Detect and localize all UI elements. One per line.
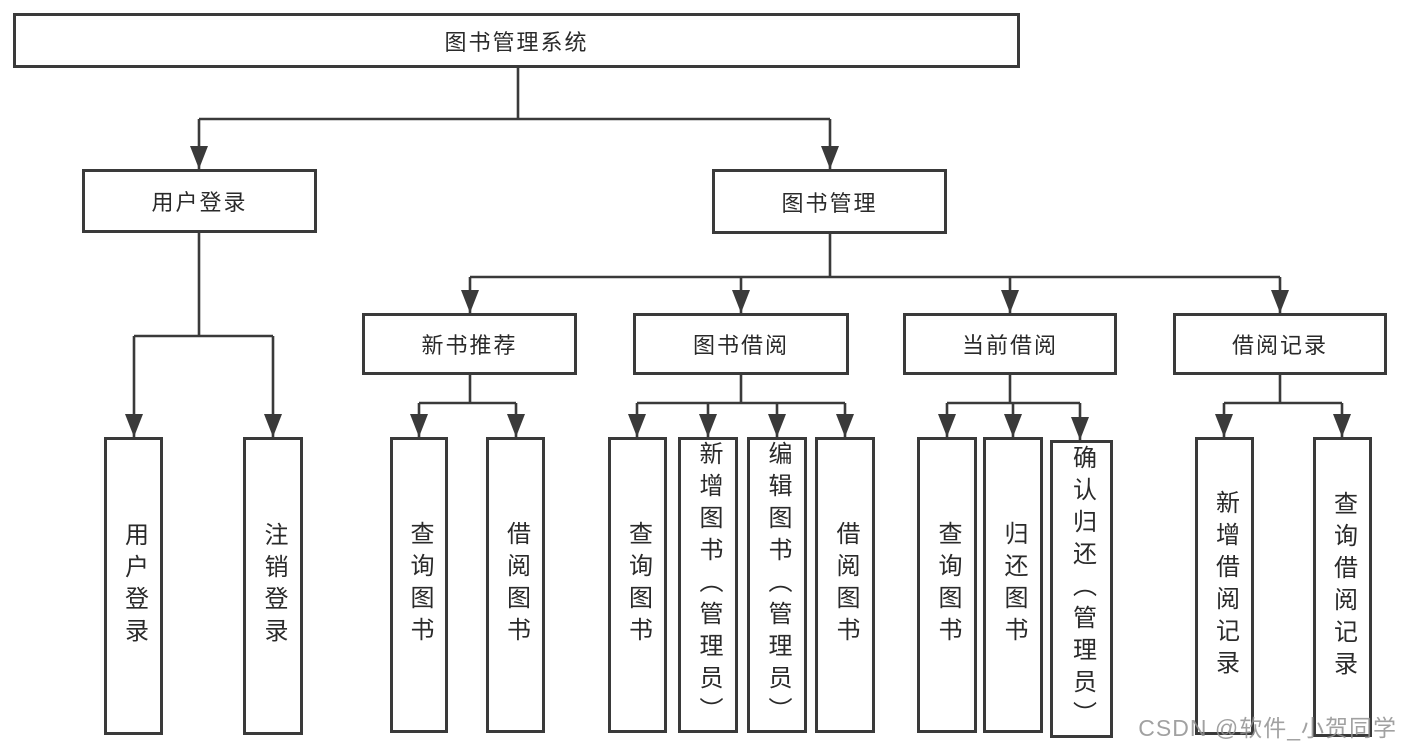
arrow-down-icon: [1215, 414, 1233, 437]
arrow-down-icon: [1333, 414, 1351, 437]
arrow-down-icon: [125, 414, 143, 437]
leaf-label: 查询借阅记录: [1329, 491, 1357, 683]
leaf-query-books-1: 查询图书: [390, 437, 448, 733]
node-label: 借阅记录: [1231, 333, 1328, 358]
node-book-management: 图书管理: [712, 169, 947, 234]
leaf-label: 查询图书: [934, 521, 961, 649]
leaf-query-books-3: 查询图书: [917, 437, 977, 733]
leaf-edit-books-admin: 编辑图书（管理员）: [747, 437, 807, 733]
connector-lines: [132, 68, 1344, 440]
leaf-label: 借阅图书: [502, 521, 530, 649]
leaf-add-borrow-record: 新增借阅记录: [1195, 437, 1254, 735]
arrow-down-icon: [507, 414, 525, 437]
leaf-label: 查询图书: [624, 521, 652, 649]
leaf-label: 借阅图书: [832, 521, 859, 649]
leaf-return-books: 归还图书: [983, 437, 1043, 733]
arrow-down-icon: [410, 414, 428, 437]
node-borrowing-records: 借阅记录: [1173, 313, 1387, 375]
node-library-management-system: 图书管理系统: [13, 13, 1020, 68]
arrow-down-icon: [768, 414, 786, 437]
leaf-label: 新增借阅记录: [1211, 490, 1239, 682]
node-label: 图书管理系统: [444, 29, 589, 55]
leaf-label: 确认归还（管理员）: [1068, 445, 1096, 733]
leaf-label: 注销登录: [260, 522, 287, 650]
leaf-label: 新增图书（管理员）: [695, 441, 722, 729]
arrow-down-icon: [190, 146, 208, 169]
leaf-add-books-admin: 新增图书（管理员）: [678, 437, 738, 733]
node-label: 当前借阅: [961, 333, 1058, 358]
arrow-down-icon: [732, 290, 750, 313]
arrow-down-icon: [1071, 417, 1089, 440]
leaf-borrow-books-1: 借阅图书: [486, 437, 545, 733]
node-label: 新书推荐: [421, 333, 518, 358]
leaf-label: 编辑图书（管理员）: [764, 441, 791, 729]
leaf-query-books-2: 查询图书: [608, 437, 667, 733]
arrowheads: [125, 146, 1351, 440]
arrow-down-icon: [264, 414, 282, 437]
leaf-query-borrow-record: 查询借阅记录: [1313, 437, 1372, 737]
leaf-logout: 注销登录: [243, 437, 303, 735]
arrow-down-icon: [461, 290, 479, 313]
leaf-label: 查询图书: [406, 521, 433, 649]
leaf-confirm-return-admin: 确认归还（管理员）: [1050, 440, 1113, 738]
leaf-label: 归还图书: [1000, 521, 1027, 649]
node-label: 用户登录: [151, 190, 248, 215]
node-label: 图书管理: [781, 190, 878, 216]
node-new-book-recommend: 新书推荐: [362, 313, 577, 375]
node-label: 图书借阅: [692, 333, 789, 358]
leaf-user-login: 用户登录: [104, 437, 163, 735]
arrow-down-icon: [1271, 290, 1289, 313]
arrow-down-icon: [699, 414, 717, 437]
node-current-borrowing: 当前借阅: [903, 313, 1117, 375]
arrow-down-icon: [821, 146, 839, 169]
node-book-borrowing: 图书借阅: [633, 313, 849, 375]
arrow-down-icon: [938, 414, 956, 437]
arrow-down-icon: [628, 414, 646, 437]
arrow-down-icon: [1001, 290, 1019, 313]
arrow-down-icon: [1004, 414, 1022, 437]
leaf-label: 用户登录: [120, 522, 148, 650]
arrow-down-icon: [836, 414, 854, 437]
node-user-login: 用户登录: [82, 169, 317, 233]
leaf-borrow-books-2: 借阅图书: [815, 437, 875, 733]
